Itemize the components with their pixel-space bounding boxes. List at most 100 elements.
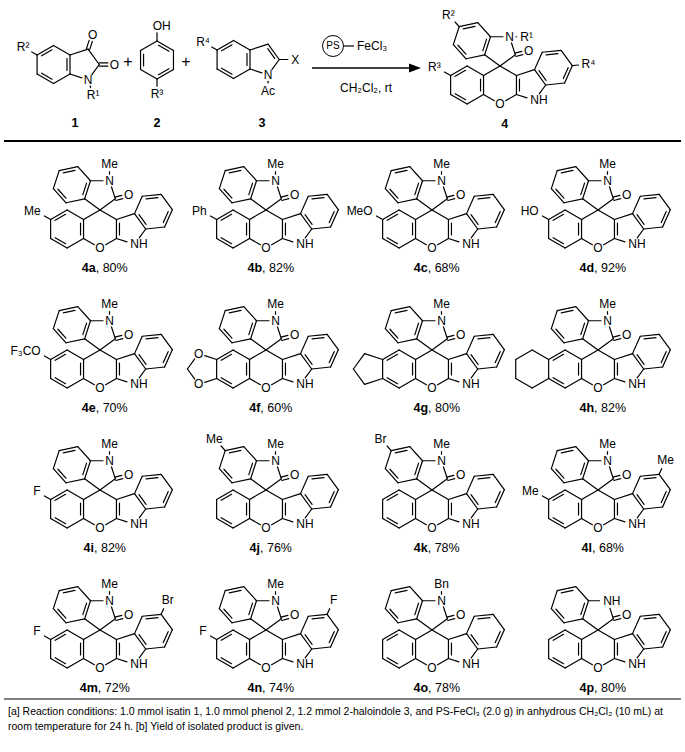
bond-line: [417, 461, 423, 479]
bond-line: [385, 591, 391, 609]
bond-line: [83, 323, 87, 334]
bond-line: [135, 476, 143, 493]
bond-line: [312, 647, 331, 649]
bond-line: [399, 659, 415, 669]
bond-line: [416, 350, 432, 360]
atom-label: N: [84, 74, 93, 86]
bond-line: [63, 450, 75, 452]
bond-line: [598, 479, 613, 490]
bond-line: [246, 503, 247, 515]
bond-line: [451, 95, 467, 105]
bond-line: [539, 85, 545, 94]
bond-line: [633, 336, 641, 353]
bond-line: [85, 461, 91, 479]
bond-line: [416, 379, 427, 385]
bond-line: [146, 478, 158, 479]
atom-label: OH: [153, 20, 171, 32]
compound-number: 2: [154, 117, 161, 130]
bond-line: [451, 223, 452, 235]
bond-line: [583, 321, 589, 339]
bond-line: [210, 636, 216, 640]
bond-line: [551, 609, 564, 623]
atom-label: NH: [130, 658, 147, 670]
bond-line: [51, 210, 67, 220]
bond-line: [637, 355, 644, 365]
bond-line: [467, 336, 475, 353]
bond-line: [516, 76, 517, 95]
bond-line: [563, 68, 568, 79]
bond-line: [251, 619, 266, 630]
bond-line: [532, 350, 548, 360]
bond-line: [89, 86, 91, 88]
bond-line: [139, 355, 146, 365]
bond-line: [551, 189, 564, 203]
bond-line: [85, 479, 100, 490]
bond-line: [115, 615, 122, 617]
bond-line: [633, 616, 641, 633]
atom-label: N: [603, 455, 612, 467]
atom-label: O: [427, 522, 436, 534]
bond-line: [549, 630, 565, 640]
bond-line: [415, 640, 416, 659]
bond-line: [282, 519, 292, 522]
bond-line: [598, 619, 613, 630]
bond-line: [564, 199, 583, 203]
bond-line: [217, 210, 233, 220]
bond-line: [448, 199, 455, 201]
bond-line: [353, 369, 364, 384]
bond-line: [551, 171, 557, 189]
bond-line: [244, 307, 257, 321]
bond-line: [583, 479, 598, 490]
bond-line: [564, 619, 583, 623]
bond-line: [582, 519, 593, 525]
bond-line: [99, 62, 108, 63]
bond-line: [116, 220, 117, 239]
bond-line: [382, 500, 383, 519]
bond-line: [483, 76, 484, 95]
bond-line: [219, 591, 225, 609]
compound-number: 4m, 72%: [80, 682, 130, 695]
bond-line: [412, 643, 413, 655]
bond-line: [617, 503, 618, 515]
atom-label: Me: [599, 298, 616, 310]
bond-line: [329, 632, 334, 643]
bond-line: [100, 210, 116, 220]
bond-line: [234, 41, 250, 51]
bond-line: [53, 329, 66, 343]
bond-line: [576, 167, 589, 181]
bond-line: [266, 490, 282, 500]
bond-line: [115, 335, 122, 337]
atom-label: NH: [462, 238, 479, 250]
bond-line: [85, 181, 91, 199]
bond-line: [146, 618, 158, 619]
bond-line: [467, 196, 475, 213]
atom-label: F: [33, 625, 40, 637]
bond-line: [329, 212, 334, 223]
bond-line: [266, 619, 281, 630]
bond-line: [551, 469, 564, 483]
bond-line: [142, 474, 161, 476]
bond-line: [589, 600, 600, 601]
bond-line: [539, 71, 546, 81]
bond-line: [86, 40, 89, 48]
bond-line: [447, 195, 454, 197]
bond-line: [285, 363, 286, 375]
bond-line: [58, 189, 66, 198]
atom-label: R⁴: [196, 36, 210, 48]
bond-line: [229, 450, 241, 452]
bond-line: [633, 214, 644, 229]
atom-label: F: [330, 594, 337, 606]
bond-line: [282, 640, 283, 659]
bond-line: [161, 614, 172, 629]
bond-line: [614, 500, 615, 519]
bond-line: [398, 339, 417, 343]
bond-line: [106, 379, 117, 385]
bond-line: [549, 239, 565, 249]
bond-line: [561, 170, 573, 172]
bond-line: [44, 356, 50, 360]
atom-label: N: [105, 315, 114, 327]
atom-label: Me: [522, 485, 539, 497]
bond-line: [205, 356, 217, 360]
bond-line: [395, 590, 407, 592]
bond-line: [432, 490, 448, 500]
